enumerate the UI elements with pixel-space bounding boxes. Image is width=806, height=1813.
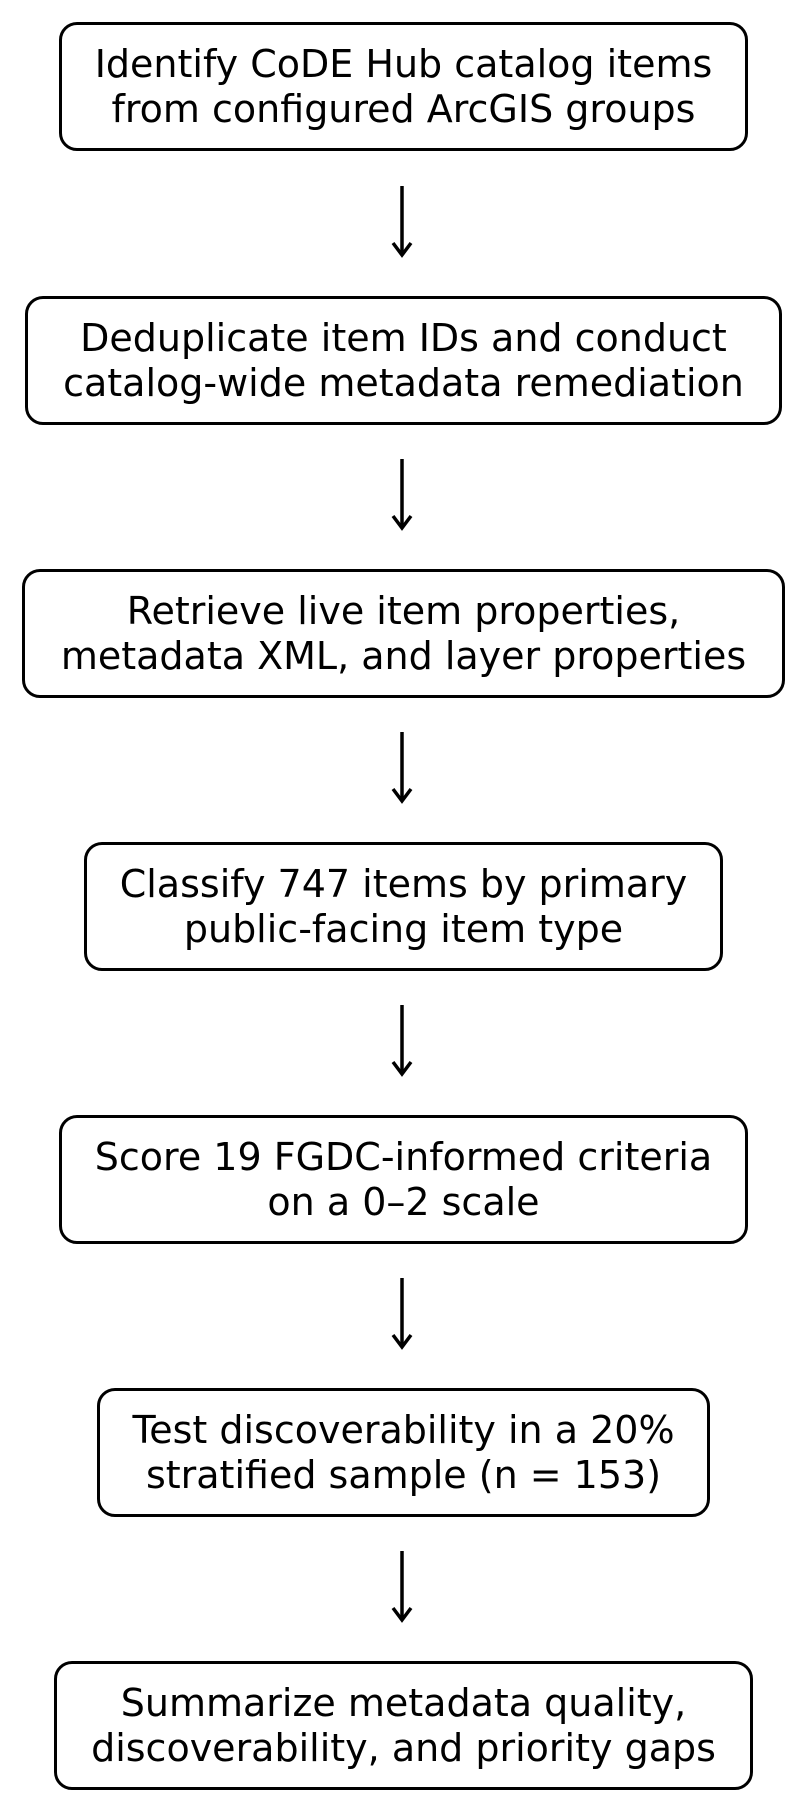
step-test-discoverability-label: Test discoverability in a 20% stratified… bbox=[132, 1407, 675, 1497]
step-deduplicate-label: Deduplicate item IDs and conduct catalog… bbox=[63, 315, 744, 405]
step-deduplicate: Deduplicate item IDs and conduct catalog… bbox=[25, 296, 782, 425]
arrow-down-1 bbox=[391, 186, 413, 258]
step-retrieve-properties: Retrieve live item properties, metadata … bbox=[22, 569, 785, 698]
step-summarize-label: Summarize metadata quality, discoverabil… bbox=[91, 1680, 716, 1770]
arrow-down-4 bbox=[391, 1005, 413, 1077]
arrow-down-5 bbox=[391, 1278, 413, 1350]
step-score-criteria: Score 19 FGDC-informed criteria on a 0–2… bbox=[59, 1115, 748, 1244]
step-summarize: Summarize metadata quality, discoverabil… bbox=[54, 1661, 753, 1790]
step-test-discoverability: Test discoverability in a 20% stratified… bbox=[97, 1388, 710, 1517]
arrow-down-3 bbox=[391, 732, 413, 804]
step-retrieve-properties-label: Retrieve live item properties, metadata … bbox=[60, 588, 747, 678]
step-classify-items-label: Classify 747 items by primary public-fac… bbox=[119, 861, 688, 951]
arrow-down-2 bbox=[391, 459, 413, 531]
step-identify-items: Identify CoDE Hub catalog items from con… bbox=[59, 22, 748, 151]
step-identify-items-label: Identify CoDE Hub catalog items from con… bbox=[94, 41, 713, 131]
arrow-down-6 bbox=[391, 1551, 413, 1623]
step-score-criteria-label: Score 19 FGDC-informed criteria on a 0–2… bbox=[94, 1134, 713, 1224]
step-classify-items: Classify 747 items by primary public-fac… bbox=[84, 842, 723, 971]
